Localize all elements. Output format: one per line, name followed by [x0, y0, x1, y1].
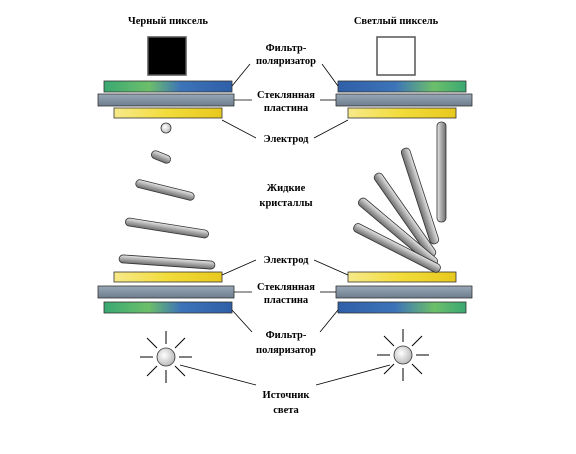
heading-light-pixel: Светлый пиксель	[354, 16, 439, 27]
left-top-electrode	[113, 107, 223, 119]
heading-black-pixel: Черный пиксель	[128, 16, 208, 27]
leader-lines	[179, 63, 391, 386]
crystal-rod-4	[118, 254, 216, 270]
label-electrode-bottom: Электрод	[264, 255, 310, 266]
right-top-glass	[335, 93, 473, 107]
right-light-source-icon	[377, 329, 429, 381]
crystal-rod-end-on	[160, 122, 172, 134]
label-electrode-top: Электрод	[264, 134, 310, 145]
right-top-polarizer	[337, 80, 467, 93]
label-polarizer-top-line1: Фильтр-	[266, 43, 307, 54]
right-bottom-stack	[335, 271, 473, 314]
crystal-rod-5	[400, 147, 440, 245]
crystal-rod-1	[151, 150, 171, 164]
left-top-stack	[97, 80, 235, 119]
label-polarizer-bottom-line1: Фильтр-	[266, 330, 307, 341]
label-glass-top-line2: пластина	[264, 103, 309, 114]
light-pixel-square	[376, 36, 416, 76]
right-top-stack	[335, 80, 473, 119]
right-bottom-electrode	[347, 271, 457, 283]
left-bottom-stack	[97, 271, 235, 314]
label-liquid-crystals-line2: кристаллы	[259, 198, 312, 209]
label-light-source-line2: света	[273, 405, 299, 416]
left-liquid-crystals	[118, 122, 216, 270]
right-top-electrode	[347, 107, 457, 119]
crystal-rod-2	[135, 179, 195, 201]
crystal-rod-vertical	[436, 121, 447, 223]
left-top-polarizer	[103, 80, 233, 93]
left-top-glass	[97, 93, 235, 107]
label-glass-top-line1: Стеклянная	[257, 90, 315, 101]
crystal-rod-3	[125, 217, 209, 239]
crystal-rod-8	[353, 223, 441, 273]
label-polarizer-top-line2: поляризатор	[256, 56, 316, 67]
label-polarizer-bottom-line2: поляризатор	[256, 345, 316, 356]
label-light-source-line1: Источник	[263, 390, 311, 401]
black-pixel-square	[147, 36, 187, 76]
left-bottom-glass	[97, 285, 235, 299]
right-bottom-polarizer	[337, 301, 467, 314]
left-bottom-polarizer	[103, 301, 233, 314]
label-glass-bottom-line1: Стеклянная	[257, 282, 315, 293]
label-liquid-crystals-line1: Жидкие	[267, 183, 306, 194]
left-bottom-electrode	[113, 271, 223, 283]
label-glass-bottom-line2: пластина	[264, 295, 309, 306]
right-liquid-crystals	[353, 121, 447, 273]
right-bottom-glass	[335, 285, 473, 299]
left-light-source-icon	[140, 331, 192, 383]
